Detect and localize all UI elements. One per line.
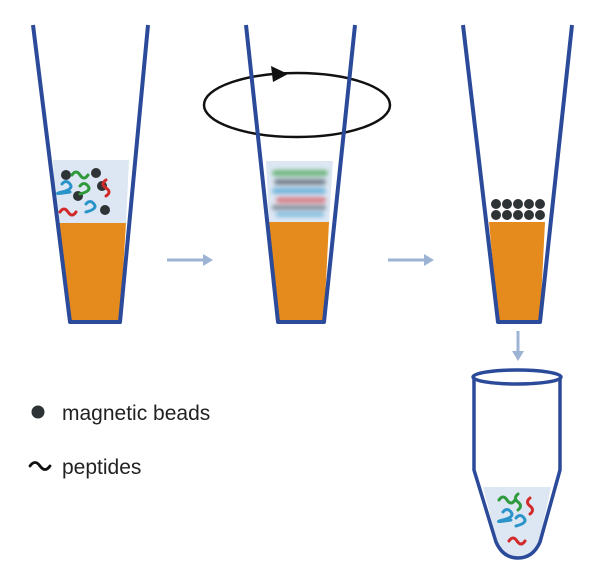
peptide — [101, 178, 111, 198]
eluted-peptides — [497, 492, 534, 546]
peptide — [514, 514, 527, 528]
tube-1-outline — [31, 24, 150, 324]
bead — [513, 199, 523, 209]
tube-1-beads-and-peptides — [31, 24, 150, 324]
bead — [91, 168, 101, 178]
collection-tube-buffer — [483, 487, 551, 557]
legend-beads-label: magnetic beads — [62, 402, 210, 425]
bead — [524, 210, 534, 220]
peptide — [514, 492, 522, 512]
peptide — [84, 200, 97, 214]
flow-arrow-2 — [388, 254, 434, 266]
bead-legend-icon — [31, 405, 45, 419]
peptide — [70, 170, 90, 180]
tube-1-liquid — [56, 223, 126, 321]
rotation-icon — [202, 66, 392, 139]
tube-2-blurred-contents — [272, 170, 328, 217]
peptide — [497, 495, 517, 505]
bead — [502, 199, 512, 209]
tube-2-outline — [244, 24, 357, 324]
flow-arrow-1 — [167, 254, 213, 266]
bead — [524, 199, 534, 209]
tube-3-outline — [461, 24, 574, 324]
peptide — [56, 180, 73, 195]
collection-tube — [471, 368, 563, 560]
bead — [535, 199, 545, 209]
legend-peptides-label: peptides — [62, 456, 141, 479]
tube-3-beads-separated — [461, 24, 574, 324]
peptide-legend-icon — [28, 461, 52, 471]
bead-layer — [491, 199, 545, 220]
peptide — [507, 536, 527, 546]
legend: magnetic beads peptides — [28, 402, 210, 479]
tube-1-contents — [56, 168, 111, 217]
bead — [513, 210, 523, 220]
collection-tube-outline — [472, 377, 562, 560]
tube-3-liquid — [489, 222, 545, 321]
bead — [61, 170, 71, 180]
peptide — [526, 496, 534, 516]
bead — [491, 210, 501, 220]
peptide — [58, 207, 78, 217]
peptide — [78, 182, 91, 196]
collection-tube-rim — [471, 368, 563, 386]
bead — [491, 199, 501, 209]
bead — [100, 205, 110, 215]
flow-arrow-down — [512, 331, 524, 361]
bead — [535, 210, 545, 220]
bead — [502, 210, 512, 220]
peptide — [497, 508, 514, 523]
tube-2-liquid — [269, 222, 329, 321]
tube-2-mixing — [202, 24, 392, 324]
